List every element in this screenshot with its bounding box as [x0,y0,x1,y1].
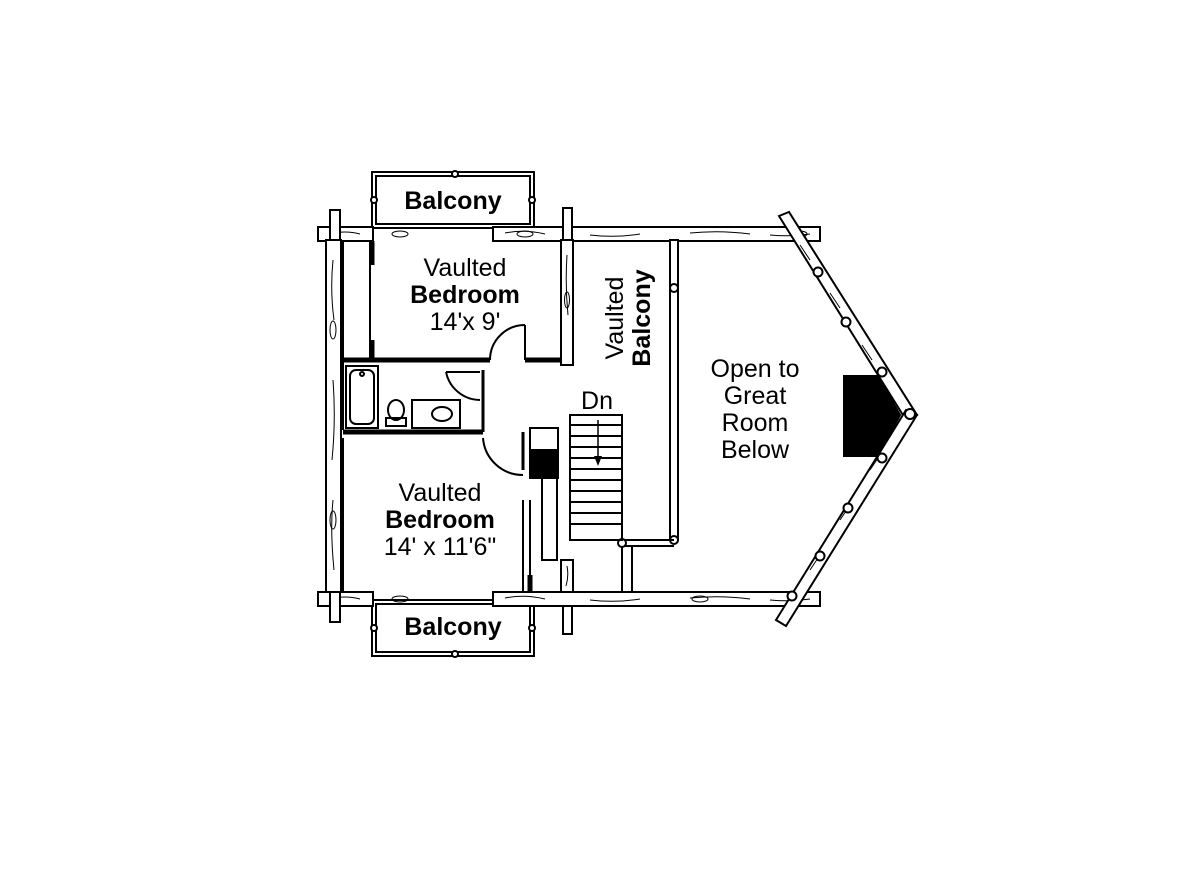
balcony-railing [617,239,679,548]
bathroom[interactable] [343,365,485,435]
open-area-line3: Room [721,409,789,437]
top-balcony-label: Balcony [404,187,502,215]
upper-bedroom-line1: Vaulted [423,254,507,282]
bottom-balcony-label: Balcony [404,613,502,641]
open-area-label: Open to Great Room Below [690,356,820,464]
upper-bedroom-walls[interactable] [342,241,561,430]
vaulted-balcony-line1: Vaulted [601,276,629,360]
lower-bedroom-line2: Bedroom [385,506,495,534]
left-log-wall [325,209,342,623]
vaulted-balcony-label: Vaulted Balcony [601,248,658,388]
open-area-line1: Open to [710,355,800,383]
staircase[interactable] [569,414,633,592]
bottom-balcony-railing [370,599,536,658]
vaulted-balcony-line2: Balcony [628,269,656,367]
open-area-line2: Great [723,382,787,410]
lower-bedroom-size: 14' x 11'6" [383,533,497,561]
bottom-log-wall [317,591,821,607]
open-area-line4: Below [720,436,790,464]
upper-bedroom-label: Vaulted Bedroom 14'x 9' [385,255,545,336]
top-balcony-railing [370,170,536,229]
stairs-down-label: Dn [581,387,613,415]
upper-bedroom-line2: Bedroom [410,281,520,309]
lower-bedroom-label: Vaulted Bedroom 14' x 11'6" [360,480,520,561]
lower-bedroom-line1: Vaulted [398,479,482,507]
center-log-wall [560,207,574,635]
upper-bedroom-size: 14'x 9' [429,308,501,336]
lower-bedroom-walls[interactable] [342,432,533,592]
fireplace [843,375,902,457]
angled-front-wall [774,210,919,628]
closet-block [529,427,559,561]
